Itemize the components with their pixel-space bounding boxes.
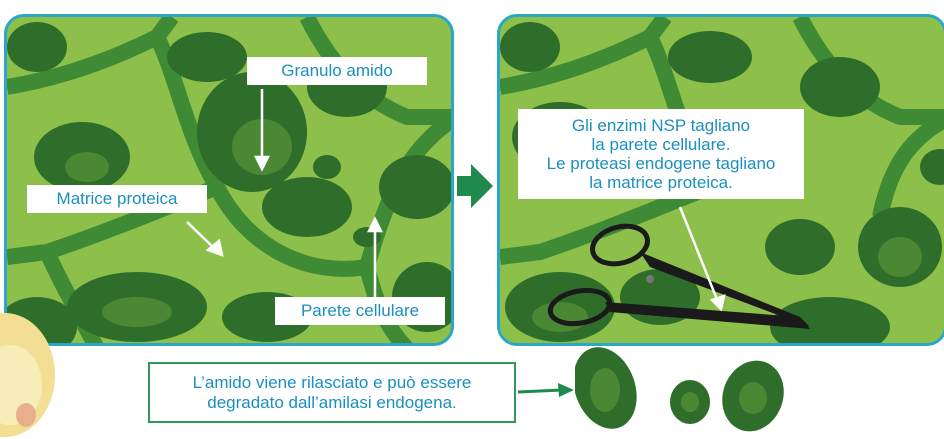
chick-image — [0, 313, 55, 437]
enzyme-label: Gli enzimi NSP tagliano la parete cellul… — [518, 109, 804, 199]
pointer-arrows — [186, 89, 384, 299]
granule-highlights — [65, 119, 292, 327]
matrix-label: Matrice proteica — [27, 185, 207, 213]
wall-label: Parete cellulare — [275, 297, 445, 325]
granule-label: Granulo amido — [247, 57, 427, 85]
released-starch-granules — [575, 347, 784, 432]
digested-cell-panel: Gli enzimi NSP tagliano la parete cellul… — [497, 14, 944, 346]
starch-release-note: L’amido viene rilasciato e può essere de… — [148, 362, 516, 423]
transition-arrow-icon — [457, 164, 493, 208]
scissors-icon — [547, 223, 810, 329]
intact-cell-panel: Granulo amido Matrice proteica Parete ce… — [4, 14, 454, 346]
release-arrow-icon — [518, 383, 574, 397]
enzyme-pointer-arrow — [678, 206, 726, 312]
